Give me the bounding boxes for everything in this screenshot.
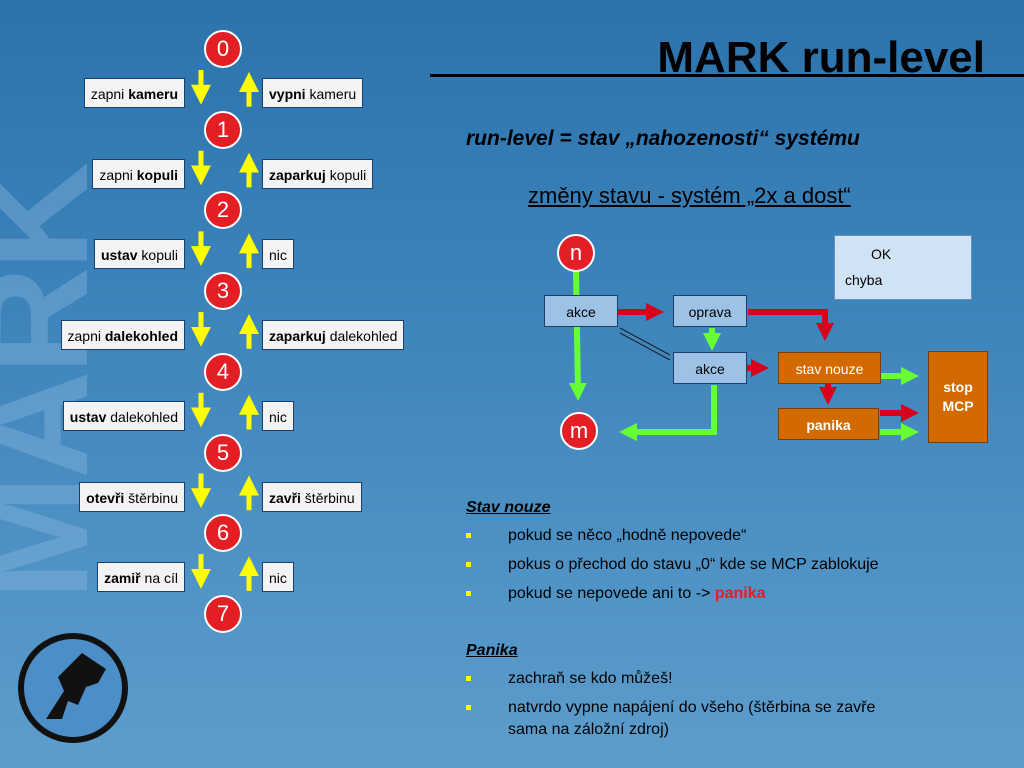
action-verb: otevři xyxy=(86,489,125,506)
down-action-box: nic xyxy=(262,239,294,270)
telescope-icon xyxy=(46,653,106,719)
run-level-5: 5 xyxy=(204,433,242,472)
list-item-text: pokud se něco „hodně nepovede“ xyxy=(508,527,747,544)
state-changes-heading: změny stavu - systém „2x a dost“ xyxy=(528,183,851,208)
bullet-icon xyxy=(466,562,471,567)
down-action-box: nic xyxy=(262,562,294,593)
state-n: n xyxy=(557,234,595,272)
down-action-box: vypni kameru xyxy=(262,78,364,108)
action-verb: ustav xyxy=(100,247,138,264)
subtitle: run-level = stav „nahozenosti“ systému xyxy=(466,127,860,151)
run-level-2: 2 xyxy=(204,191,242,230)
down-action-box: zavři štěrbinu xyxy=(262,481,362,512)
flow-akce-2: akce xyxy=(673,352,747,384)
list-item-text: natvrdo vypne napájení do všeho (štěrbin… xyxy=(508,699,876,716)
flow-oprava: oprava xyxy=(673,295,747,327)
action-verb: zaparkuj xyxy=(269,166,326,183)
action-text: nic xyxy=(269,408,287,425)
action-object: kopuli xyxy=(137,247,178,264)
down-action-box: nic xyxy=(262,400,294,431)
stop-label-1: stop xyxy=(943,379,973,395)
action-verb: zaparkuj xyxy=(269,328,326,345)
flow-stop-mcp: stop MCP xyxy=(928,351,988,443)
up-action-box: otevři štěrbinu xyxy=(79,481,185,512)
up-action-box: zapni kopuli xyxy=(92,158,185,189)
list-item-text: pokus o přechod do stavu „0“ kde se MCP … xyxy=(508,556,879,573)
run-level-0: 0 xyxy=(204,30,242,68)
section-title-stav-nouze: Stav nouze xyxy=(466,499,551,516)
bullet-icon xyxy=(466,705,471,710)
action-text: nic xyxy=(269,570,287,587)
flow-stav-nouze: stav nouze xyxy=(778,352,881,384)
action-object: dalekohled xyxy=(106,408,178,425)
list-item-text-main: pokud se nepovede ani to -> xyxy=(508,585,715,602)
action-verb: ustav xyxy=(69,408,107,425)
action-text: zapni xyxy=(90,86,129,102)
up-action-box: zapni kameru xyxy=(83,78,185,108)
action-object: kameru xyxy=(305,86,357,102)
subtitle-part-a: run-level = stav „nahozenosti xyxy=(466,127,759,150)
arrow-akce-to-m xyxy=(619,385,717,441)
telescope-logo xyxy=(18,633,128,743)
legend-error-label: chyba xyxy=(845,272,883,288)
action-verb: kopuli xyxy=(136,166,178,183)
arrow-n-to-m xyxy=(568,269,587,401)
bullet-icon xyxy=(466,591,471,596)
title-underline xyxy=(430,74,1024,77)
action-text: zapni xyxy=(67,328,105,345)
run-level-4: 4 xyxy=(204,352,242,391)
action-object: štěrbinu xyxy=(300,489,355,506)
action-object: dalekohled xyxy=(325,328,398,345)
action-object: kopuli xyxy=(325,166,367,183)
action-verb: vypni xyxy=(269,86,306,102)
run-level-7: 7 xyxy=(204,594,242,633)
run-level-3: 3 xyxy=(204,272,242,311)
action-text: nic xyxy=(269,247,287,264)
down-action-box: zaparkuj kopuli xyxy=(262,158,374,189)
action-text: zapni xyxy=(99,166,137,183)
subtitle-part-b: “ systému xyxy=(758,127,860,150)
panika-emphasis: panika xyxy=(714,585,766,602)
legend-ok-label: OK xyxy=(871,246,892,262)
list-item-text: zachraň se kdo můžeš! xyxy=(508,670,673,687)
connector-line-1 xyxy=(619,327,671,356)
arrow-oprava-to-stav-nouze xyxy=(748,309,834,341)
action-verb: zamiř xyxy=(104,570,141,587)
action-verb: dalekohled xyxy=(104,328,178,345)
flow-panika: panika xyxy=(778,408,879,440)
section-title-panika: Panika xyxy=(466,642,518,659)
mark-watermark: MARK xyxy=(0,166,119,600)
slide-title: MARK run-level xyxy=(657,33,985,82)
action-verb: zavři xyxy=(269,489,301,506)
list-item-text-line-2: sama na záložní zdroj) xyxy=(508,721,669,738)
down-action-box: zaparkuj dalekohled xyxy=(262,320,405,351)
up-action-box: ustav kopuli xyxy=(93,239,185,270)
stop-label-2: MCP xyxy=(942,398,974,414)
list-item-text: pokud se nepovede ani to -> panika xyxy=(508,585,766,603)
legend: OK chyba xyxy=(834,235,972,300)
bullet-icon xyxy=(466,676,471,681)
up-action-box: zamiř na cíl xyxy=(97,562,185,593)
connector-line-2 xyxy=(619,332,671,361)
action-verb: kameru xyxy=(128,86,178,102)
bullet-icon xyxy=(466,533,471,538)
run-level-6: 6 xyxy=(204,514,242,553)
action-object: štěrbinu xyxy=(124,489,178,506)
up-action-box: ustav dalekohled xyxy=(62,400,185,431)
action-object: na cíl xyxy=(140,570,178,587)
up-action-box: zapni dalekohled xyxy=(60,320,185,351)
run-level-1: 1 xyxy=(204,110,242,149)
flow-akce-1: akce xyxy=(544,295,618,327)
state-m: m xyxy=(560,412,598,450)
